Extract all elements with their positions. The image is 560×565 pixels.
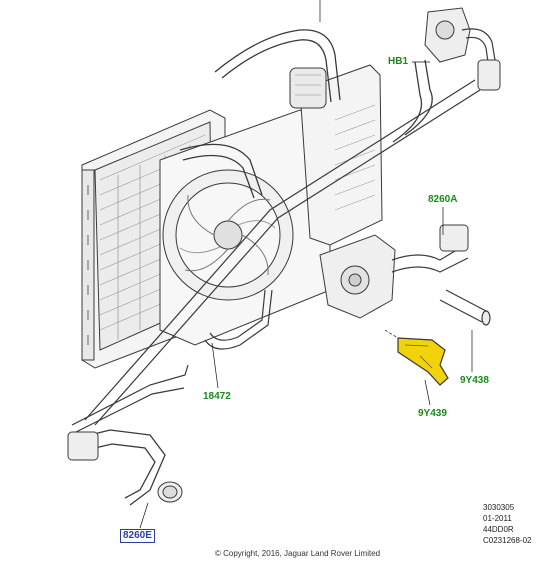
label-8260e[interactable]: 8260E bbox=[120, 529, 155, 543]
hose-9y438 bbox=[439, 289, 491, 326]
highlighted-part-9y439 bbox=[397, 337, 449, 386]
engine-block bbox=[289, 64, 383, 246]
label-9y438[interactable]: 9Y438 bbox=[460, 375, 489, 386]
reference-line-3: 44DD0R bbox=[483, 525, 514, 534]
label-9y439[interactable]: 9Y439 bbox=[418, 408, 447, 419]
label-hb1[interactable]: HB1 bbox=[388, 56, 409, 67]
hose-18472 bbox=[204, 289, 273, 350]
hose-8260e bbox=[67, 429, 183, 506]
reference-line-4: C0231268-02 bbox=[483, 536, 532, 545]
water-pump-cluster bbox=[319, 224, 469, 319]
copyright-text: © Copyright, 2016, Jaguar Land Rover Lim… bbox=[215, 549, 381, 558]
reference-block: 3030305 01-2011 44DD0R C0231268-02 bbox=[483, 502, 531, 546]
label-18472[interactable]: 18472 bbox=[203, 391, 231, 402]
leader-lines bbox=[139, 0, 473, 529]
thermostat-housing bbox=[424, 7, 501, 91]
reference-line-2: 01-2011 bbox=[483, 514, 512, 523]
long-pipe bbox=[71, 79, 481, 433]
reference-line-1: 3030305 bbox=[483, 503, 515, 512]
label-8260a[interactable]: 8260A bbox=[428, 194, 458, 205]
